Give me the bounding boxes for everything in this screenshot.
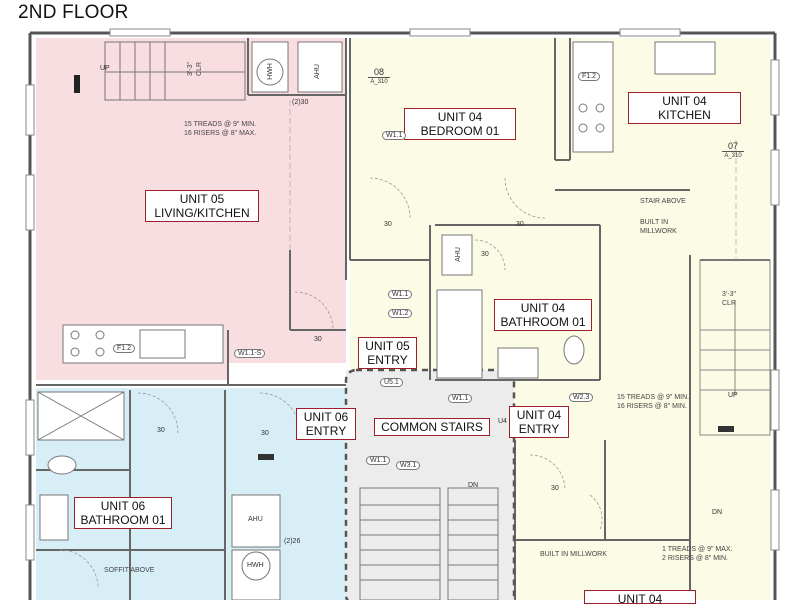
- unit05-kitchen-counter: [62, 324, 224, 364]
- common-stair-outline: [344, 368, 516, 600]
- dim-30: 30: [157, 427, 165, 434]
- tag-line2: ENTRY: [518, 422, 560, 436]
- stair-post-right: [718, 426, 734, 432]
- dn-label-1: DN: [468, 482, 479, 489]
- tag-line1: UNIT 04: [617, 592, 663, 606]
- unit04-kitchen-counter: [572, 41, 716, 153]
- callout-sheet: A_310: [368, 77, 390, 87]
- dim-226: (2)26: [284, 538, 301, 545]
- tag-line1: UNIT 04: [516, 408, 562, 422]
- callout-num: 08: [373, 67, 384, 77]
- fixture-tag-f1-2: F1.2: [113, 344, 136, 353]
- stair-post: [74, 75, 80, 93]
- tag-line2: ENTRY: [367, 353, 408, 367]
- millwork-note-1: BUILT IN MILLWORK: [640, 219, 677, 235]
- dn-label-2: DN: [712, 509, 723, 516]
- dim-30: 30: [516, 221, 524, 228]
- window-tag-w1-1s: W1.1-S: [234, 349, 266, 358]
- common-stair-zone: [346, 370, 514, 600]
- stair-note-bottom-right: 1 TREADS @ 9" MAX. 2 RISERS @ 8" MIN.: [662, 546, 733, 562]
- callout-sheet: A_310: [722, 151, 744, 161]
- tag-line1: UNIT 05: [179, 192, 225, 206]
- window-marks: [25, 28, 780, 561]
- window-tag-w1-1: W1.1: [448, 394, 473, 403]
- unit04-bath-fixtures: [436, 289, 585, 379]
- window-tag-w1-1: W1.1: [388, 290, 413, 299]
- callout-num: 07: [727, 141, 738, 151]
- hwh-label-top: HWH: [266, 63, 274, 80]
- tag-line1: UNIT 05: [365, 339, 410, 353]
- tag-unit05-living[interactable]: UNIT 05 LIVING/KITCHEN: [145, 190, 259, 222]
- tag-unit06-entry[interactable]: UNIT 06 ENTRY: [296, 408, 356, 440]
- tag-line2: BEDROOM 01: [420, 124, 500, 138]
- common-stair-treads: [359, 487, 499, 600]
- dim-30: 30: [314, 336, 322, 343]
- dim-30: 30: [481, 251, 489, 258]
- dim-30: 30: [551, 485, 559, 492]
- dim-230: (2)30: [292, 99, 309, 106]
- door-tag-u4: U4: [498, 418, 507, 425]
- tag-unit04-bathroom[interactable]: UNIT 04 BATHROOM 01: [494, 299, 592, 331]
- window-tag-w1-2: W1.2: [388, 309, 413, 318]
- tag-common-stairs[interactable]: COMMON STAIRS: [374, 418, 490, 436]
- stair-right: [699, 259, 771, 436]
- fixture-tag-f1-2: F1.2: [578, 72, 601, 81]
- tag-line1: UNIT 04: [437, 110, 483, 124]
- tag-unit04-bedroom[interactable]: UNIT 04 BEDROOM 01: [404, 108, 516, 140]
- ahu-label-top: AHU: [313, 64, 321, 79]
- tag-line1: UNIT 04: [520, 301, 566, 315]
- window-tag-w3-1: W3.1: [396, 461, 421, 470]
- dim-30: 30: [384, 221, 392, 228]
- window-tag-w1-1: W1.1: [366, 456, 391, 465]
- tag-line1: UNIT 06: [100, 499, 146, 513]
- unit06-bath-fixtures: [37, 391, 125, 541]
- tag-line1: COMMON STAIRS: [381, 420, 483, 434]
- stair-above-note: STAIR ABOVE: [640, 198, 686, 205]
- tag-unit04-entry[interactable]: UNIT 04 ENTRY: [509, 406, 569, 438]
- stair-top-left: [104, 41, 246, 101]
- door-swings: [59, 177, 603, 589]
- floor-title: 2ND FLOOR: [18, 2, 129, 23]
- section-callout-07: 07 A_310: [722, 142, 744, 161]
- tag-line2: BATHROOM 01: [500, 315, 586, 329]
- tag-unit06-bathroom[interactable]: UNIT 06 BATHROOM 01: [74, 497, 172, 529]
- window-tag-w2-3: W2.3: [569, 393, 594, 402]
- tag-line2: BATHROOM 01: [80, 513, 166, 527]
- center-lines: [289, 100, 737, 260]
- tag-line1: UNIT 06: [303, 410, 349, 424]
- clr-right: 3'-3" CLR: [722, 291, 737, 307]
- tag-line2: KITCHEN: [658, 108, 711, 122]
- door-tag-u5-1: U5.1: [380, 378, 403, 387]
- tag-line2: LIVING/KITCHEN: [154, 206, 250, 220]
- tag-line2: ENTRY: [305, 424, 347, 438]
- ahu-label-unit06: AHU: [248, 516, 263, 523]
- stair-note-right: 15 TREADS @ 9" MIN. 16 RISERS @ 8" MIN.: [617, 394, 690, 410]
- mech-closets: [231, 41, 473, 600]
- dim-30: 30: [261, 430, 269, 437]
- unit06-post: [258, 454, 274, 460]
- up-label-right: UP: [728, 392, 738, 399]
- ahu-label-bath: AHU: [454, 247, 462, 262]
- window-tag-w1-1: W1.1: [382, 131, 407, 140]
- millwork-note-2: BUILT IN MILLWORK: [540, 551, 607, 558]
- up-label-left: UP: [100, 65, 110, 72]
- hwh-label-unit06: HWH: [247, 562, 264, 569]
- tag-line1: UNIT 04: [662, 94, 707, 108]
- tag-unit04-bottom[interactable]: UNIT 04: [584, 590, 696, 606]
- soffit-note: SOFFIT ABOVE: [104, 567, 155, 574]
- clr-left: 3'-3" CLR: [187, 61, 204, 77]
- stair-note-top-left: 15 TREADS @ 9" MIN. 16 RISERS @ 8" MAX.: [184, 121, 257, 137]
- tag-unit04-kitchen[interactable]: UNIT 04 KITCHEN: [628, 92, 741, 124]
- tag-unit05-entry[interactable]: UNIT 05 ENTRY: [358, 337, 417, 369]
- section-callout-08: 08 A_310: [368, 68, 390, 87]
